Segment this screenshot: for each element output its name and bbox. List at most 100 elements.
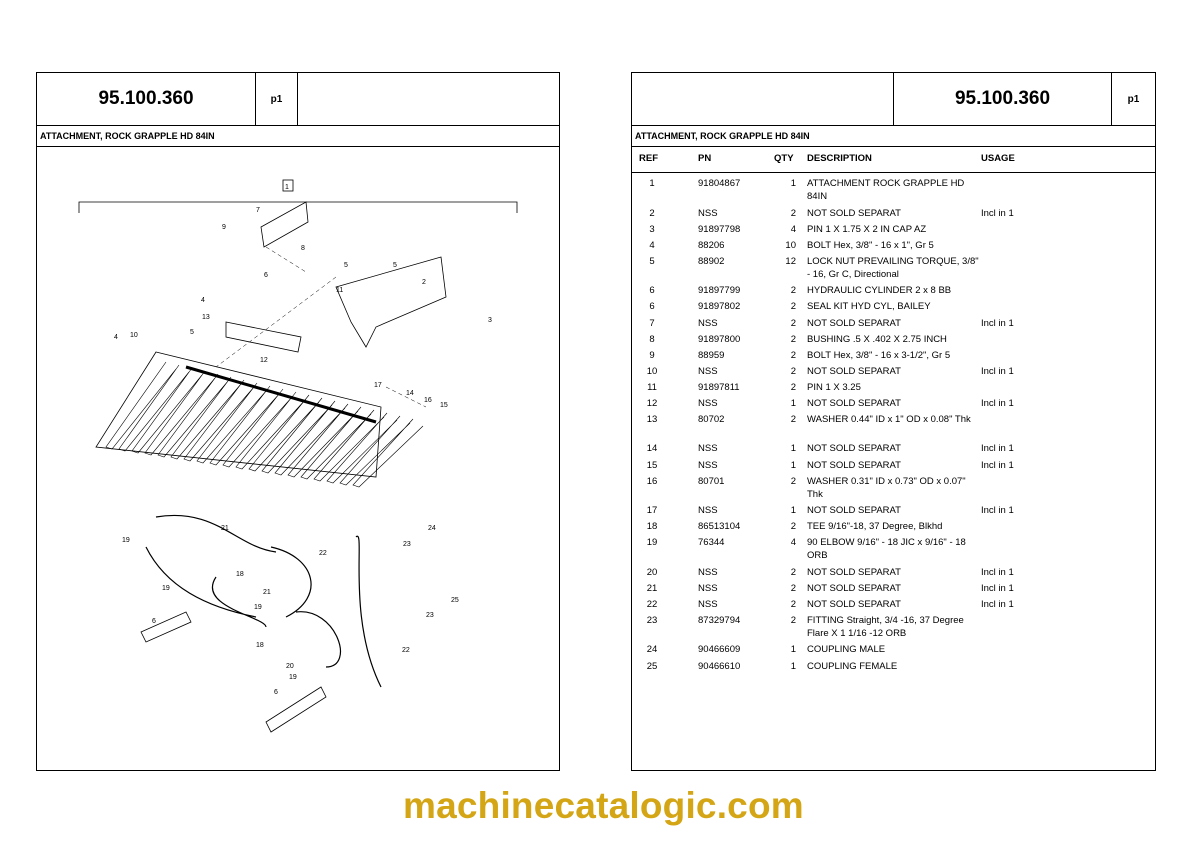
svg-text:10: 10 bbox=[130, 332, 138, 339]
cell-qty: 1 bbox=[790, 443, 796, 454]
col-description: DESCRIPTION bbox=[807, 153, 872, 164]
svg-text:21: 21 bbox=[263, 589, 271, 596]
cell-qty: 4 bbox=[790, 537, 796, 548]
page-label: p1 bbox=[255, 72, 298, 126]
cell-pn: 88206 bbox=[698, 240, 725, 251]
cell-description: HYDRAULIC CYLINDER 2 x 8 BB bbox=[807, 285, 952, 296]
cell-ref: 6 bbox=[649, 301, 655, 312]
cell-pn: NSS bbox=[698, 443, 718, 454]
cell-description: BOLT Hex, 3/8" - 16 x 3-1/2", Gr 5 bbox=[807, 350, 951, 361]
cell-description: COUPLING FEMALE bbox=[807, 661, 898, 672]
cell-pn: NSS bbox=[698, 318, 718, 329]
svg-text:6: 6 bbox=[152, 618, 156, 625]
svg-text:22: 22 bbox=[402, 647, 410, 654]
svg-text:11: 11 bbox=[336, 287, 343, 294]
panel-subtitle: ATTACHMENT, ROCK GRAPPLE HD 84IN bbox=[631, 125, 1156, 147]
cell-ref: 2 bbox=[649, 208, 655, 219]
cell-pn: 80702 bbox=[698, 414, 725, 425]
svg-text:3: 3 bbox=[488, 317, 492, 324]
svg-text:9: 9 bbox=[222, 224, 226, 231]
svg-text:13: 13 bbox=[202, 314, 210, 321]
grapple-teeth bbox=[105, 361, 424, 488]
cell-ref: 18 bbox=[646, 521, 658, 532]
cell-description: NOT SOLD SEPARAT bbox=[807, 318, 901, 329]
doc-number: 95.100.360 bbox=[36, 72, 256, 126]
cell-qty: 2 bbox=[790, 567, 796, 578]
svg-text:12: 12 bbox=[260, 357, 268, 364]
cell-qty: 2 bbox=[790, 599, 796, 610]
cell-description: NOT SOLD SEPARAT bbox=[807, 366, 901, 377]
svg-text:23: 23 bbox=[403, 541, 411, 548]
cell-usage: Incl in 1 bbox=[981, 460, 1014, 471]
svg-text:25: 25 bbox=[451, 597, 459, 604]
cell-qty: 10 bbox=[785, 240, 796, 251]
cell-description: SEAL KIT HYD CYL, BAILEY bbox=[807, 301, 931, 312]
cell-ref: 14 bbox=[646, 443, 658, 454]
cell-qty: 2 bbox=[790, 318, 796, 329]
cell-pn: 91897811 bbox=[698, 382, 740, 393]
col-qty: QTY bbox=[774, 153, 794, 164]
cell-description: PIN 1 X 3.25 bbox=[807, 382, 861, 393]
cell-description: NOT SOLD SEPARAT bbox=[807, 208, 901, 219]
cell-ref: 1 bbox=[649, 178, 655, 189]
cell-pn: 90466610 bbox=[698, 661, 741, 672]
cell-qty: 12 bbox=[785, 256, 796, 267]
cell-pn: 90466609 bbox=[698, 644, 741, 655]
cell-description: BOLT Hex, 3/8" - 16 x 1", Gr 5 bbox=[807, 240, 934, 251]
cell-qty: 2 bbox=[790, 301, 796, 312]
cell-pn: NSS bbox=[698, 460, 718, 471]
cell-qty: 4 bbox=[790, 224, 796, 235]
cell-description: NOT SOLD SEPARAT bbox=[807, 599, 901, 610]
cell-description: NOT SOLD SEPARAT bbox=[807, 505, 901, 516]
svg-text:18: 18 bbox=[236, 571, 244, 578]
svg-text:17: 17 bbox=[374, 382, 382, 389]
svg-text:15: 15 bbox=[440, 402, 448, 409]
svg-text:22: 22 bbox=[319, 550, 327, 557]
svg-text:20: 20 bbox=[286, 663, 294, 670]
panel-subtitle: ATTACHMENT, ROCK GRAPPLE HD 84IN bbox=[36, 125, 560, 147]
svg-text:19: 19 bbox=[122, 537, 130, 544]
cell-pn: 88902 bbox=[698, 256, 725, 267]
cell-pn: 80701 bbox=[698, 476, 725, 487]
cell-usage: Incl in 1 bbox=[981, 318, 1014, 329]
cell-ref: 25 bbox=[646, 661, 658, 672]
cell-pn: 91897800 bbox=[698, 334, 741, 345]
cell-pn: NSS bbox=[698, 398, 718, 409]
cell-ref: 8 bbox=[649, 334, 655, 345]
cell-description: ATTACHMENT ROCK GRAPPLE HD 84IN bbox=[807, 178, 965, 202]
svg-text:16: 16 bbox=[424, 397, 432, 404]
cell-usage: Incl in 1 bbox=[981, 208, 1014, 219]
cell-description: 90 ELBOW 9/16" - 18 JIC x 9/16" - 18 ORB bbox=[807, 537, 966, 561]
cell-qty: 1 bbox=[790, 661, 796, 672]
cell-usage: Incl in 1 bbox=[981, 505, 1014, 516]
svg-text:6: 6 bbox=[274, 689, 278, 696]
cell-description: LOCK NUT PREVAILING TORQUE, 3/8" - 16, G… bbox=[807, 256, 979, 280]
cell-ref: 12 bbox=[646, 398, 658, 409]
cell-qty: 2 bbox=[790, 615, 796, 626]
col-usage: USAGE bbox=[981, 153, 1015, 164]
svg-text:18: 18 bbox=[256, 642, 264, 649]
col-pn: PN bbox=[698, 153, 712, 164]
cell-description: WASHER 0.44" ID x 1" OD x 0.08" Thk bbox=[807, 414, 971, 425]
svg-text:2: 2 bbox=[422, 279, 426, 286]
table-header bbox=[631, 146, 1156, 173]
cell-description: FITTING Straight, 3/4 -16, 37 Degree Fla… bbox=[807, 615, 964, 639]
cell-qty: 1 bbox=[790, 505, 796, 516]
svg-text:4: 4 bbox=[201, 297, 205, 304]
cell-qty: 2 bbox=[790, 414, 796, 425]
svg-text:21: 21 bbox=[221, 525, 229, 532]
cell-ref: 9 bbox=[649, 350, 655, 361]
cell-ref: 15 bbox=[646, 460, 658, 471]
cell-pn: 91897802 bbox=[698, 301, 741, 312]
cell-usage: Incl in 1 bbox=[981, 599, 1014, 610]
cell-usage: Incl in 1 bbox=[981, 443, 1014, 454]
cell-qty: 1 bbox=[790, 460, 796, 471]
svg-text:19: 19 bbox=[162, 585, 170, 592]
cell-ref: 21 bbox=[646, 583, 658, 594]
cell-qty: 1 bbox=[790, 178, 796, 189]
cell-description: BUSHING .5 X .402 X 2.75 INCH bbox=[807, 334, 947, 345]
cell-qty: 2 bbox=[790, 382, 796, 393]
cell-ref: 23 bbox=[646, 615, 658, 626]
cell-description: NOT SOLD SEPARAT bbox=[807, 460, 901, 471]
cell-ref: 20 bbox=[646, 567, 658, 578]
